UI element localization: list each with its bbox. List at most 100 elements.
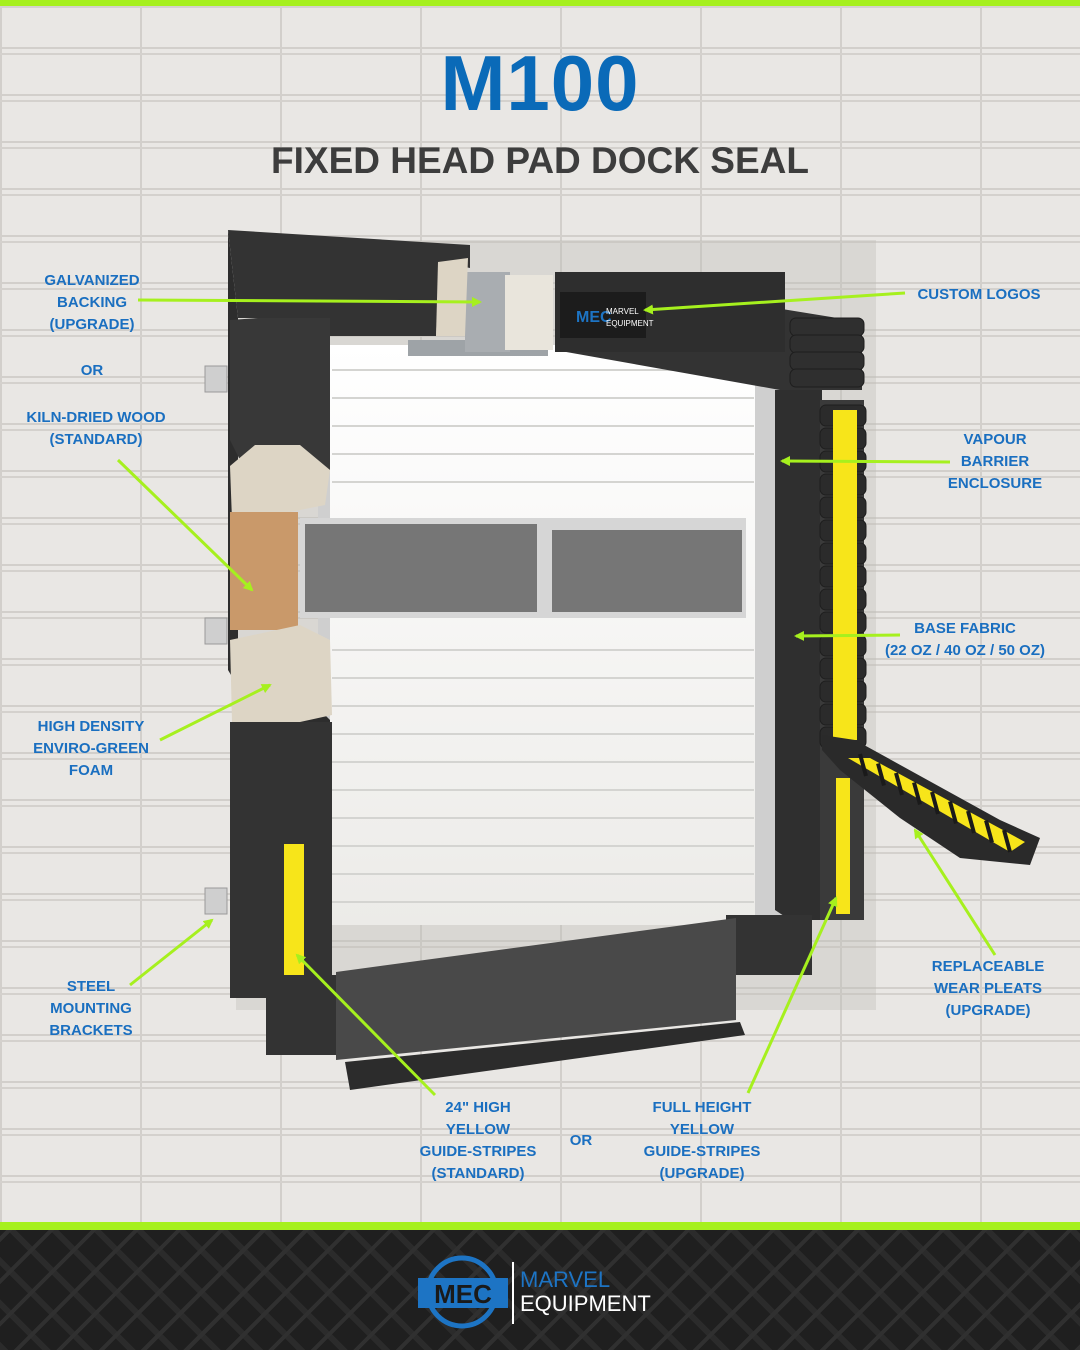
label-foam: HIGH DENSITY ENVIRO-GREEN FOAM	[20, 716, 162, 782]
arrow-vapour-barrier	[780, 456, 951, 467]
arrow-wear-pleats	[913, 828, 997, 956]
curl-pleat-tick	[858, 753, 868, 777]
dock-leveler-lip	[345, 1022, 745, 1090]
mounting-bracket-4	[762, 423, 776, 445]
label-full-height-stripes: FULL HEIGHT YELLOW GUIDE-STRIPES (UPGRAD…	[632, 1097, 772, 1185]
label-line: (STANDARD)	[49, 431, 143, 448]
label-wear-pleats: REPLACEABLE WEAR PLEATS (UPGRADE)	[920, 956, 1056, 1022]
label-line: KILN-DRIED WOOD	[26, 409, 166, 426]
footer-logo: MEC MARVEL EQUIPMENT	[418, 1252, 678, 1332]
label-line: BACKING	[57, 294, 127, 311]
arrow-24in-stripes	[295, 953, 437, 1097]
arrow-base-fabric	[794, 630, 901, 641]
bumper-left	[266, 975, 346, 1055]
dock-seal-diagram: MEC MARVEL EQUIPMENT	[116, 230, 1040, 1097]
product-subtitle: FIXED HEAD PAD DOCK SEAL	[271, 140, 809, 181]
label-galvanized-backing: GALVANIZED BACKING (UPGRADE)	[33, 270, 151, 336]
label-line: 24" HIGH	[445, 1099, 511, 1116]
label-steel-brackets: STEEL MOUNTING BRACKETS	[36, 976, 146, 1042]
sign-line1: MARVEL	[606, 307, 639, 316]
label-line: YELLOW	[669, 1121, 735, 1138]
galvanized-backing	[465, 272, 510, 352]
curl-pleat-tick	[966, 810, 976, 834]
label-line: WEAR PLEATS	[933, 980, 1043, 997]
guide-stripe-24in	[284, 844, 304, 992]
left-side-pad-upper	[230, 318, 330, 470]
label-line: (STANDARD)	[431, 1165, 525, 1182]
label-line: YELLOW	[445, 1121, 511, 1138]
label-line: FOAM	[68, 762, 114, 779]
label-24in-stripes: 24" HIGH YELLOW GUIDE-STRIPES (STANDARD)	[408, 1097, 548, 1185]
label-or-left: OR	[80, 362, 104, 379]
curled-pleat-ticks	[858, 753, 1012, 853]
door-slats	[332, 369, 754, 903]
sign-mark: MEC	[576, 309, 612, 326]
mounting-bracket-1	[204, 365, 228, 393]
logo-sign-plate	[560, 292, 646, 338]
label-line: HIGH DENSITY	[37, 718, 145, 735]
curl-pleat-tick	[1002, 829, 1012, 853]
guide-stripe-full-upper	[833, 410, 857, 740]
callout-arrows	[116, 291, 997, 1097]
label-line: GALVANIZED	[44, 272, 140, 289]
left-pad-wood	[230, 512, 298, 630]
label-line: ENVIRO-GREEN	[33, 740, 149, 757]
head-pleat	[789, 351, 865, 371]
label-custom-logos: CUSTOM LOGOS	[917, 286, 1041, 303]
left-pad-foam-upper	[230, 445, 330, 520]
mounting-bracket-2	[204, 617, 228, 645]
arrow-foam	[159, 683, 272, 742]
curl-pleat-tick	[930, 791, 940, 815]
logo-band	[418, 1278, 508, 1308]
arrow-custom-logos	[643, 291, 906, 315]
diamond-plate-footer	[0, 1230, 1080, 1350]
arrow-kiln-wood	[116, 458, 254, 592]
label-or-bottom: OR	[569, 1132, 593, 1149]
label-line: BASE FABRIC	[914, 620, 1016, 637]
label-line: (UPGRADE)	[945, 1002, 1031, 1019]
label-kiln-dried-wood: KILN-DRIED WOOD (STANDARD)	[18, 407, 174, 451]
label-line: GUIDE-STRIPES	[643, 1143, 761, 1160]
sign-line2: EQUIPMENT	[606, 319, 654, 328]
label-line: MOUNTING	[50, 1000, 132, 1017]
head-pleats	[789, 317, 865, 388]
logo-line1: MARVEL	[520, 1267, 611, 1292]
label-line: (UPGRADE)	[659, 1165, 745, 1182]
label-line: BARRIER	[960, 453, 1030, 470]
mounting-bracket-5	[762, 620, 776, 642]
head-pleat	[789, 317, 865, 337]
left-pad-foam-lower	[230, 625, 332, 722]
label-line: REPLACEABLE	[931, 958, 1045, 975]
left-side-pad-lower	[230, 722, 332, 998]
label-line: VAPOUR	[963, 431, 1027, 448]
label-line: STEEL	[66, 978, 116, 995]
logo-mark-text: MEC	[434, 1279, 492, 1309]
curl-pleat-tick	[912, 781, 922, 806]
label-line: BRACKETS	[49, 1022, 133, 1039]
door-panel	[330, 345, 755, 925]
head-pleat	[789, 334, 865, 354]
head-pad-foam-cut	[436, 258, 468, 336]
label-line: GUIDE-STRIPES	[419, 1143, 537, 1160]
footer-accent-line	[0, 1222, 1080, 1230]
curl-pleat-tick	[984, 819, 994, 844]
right-side-pad	[775, 390, 862, 920]
curl-pleat-tick	[894, 772, 904, 796]
arrow-galvanized	[137, 296, 482, 307]
label-line: (UPGRADE)	[49, 316, 135, 333]
mounting-bracket-3	[204, 887, 228, 915]
model-title: M100	[440, 39, 640, 127]
curl-pleat-tick	[876, 762, 886, 787]
door-window-right	[552, 530, 742, 612]
label-line: ENCLOSURE	[947, 475, 1043, 492]
logo-divider	[512, 1262, 514, 1324]
arrow-full-stripes	[746, 896, 838, 1094]
arrow-brackets	[129, 918, 214, 987]
logo-mark-icon: MEC	[418, 1255, 508, 1329]
label-line: (22 OZ / 40 OZ / 50 OZ)	[884, 642, 1046, 659]
label-line: FULL HEIGHT	[652, 1099, 752, 1116]
top-accent-line	[0, 0, 1080, 6]
guide-stripe-full-lower	[836, 778, 850, 914]
label-base-fabric: BASE FABRIC (22 OZ / 40 OZ / 50 OZ)	[872, 618, 1058, 662]
custom-logo-sign: MEC MARVEL EQUIPMENT	[560, 292, 654, 338]
